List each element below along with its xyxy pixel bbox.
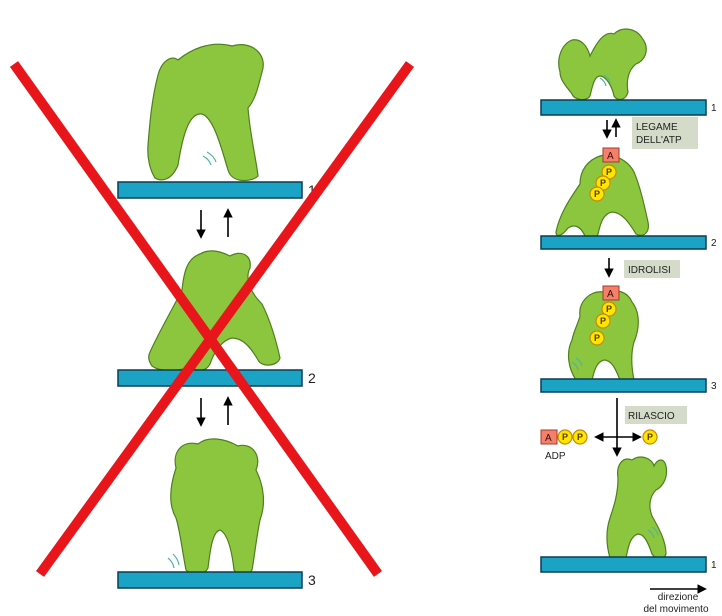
- step-hydrolysis-label: IDROLISI: [628, 265, 671, 276]
- released-phosphate: P: [643, 430, 657, 444]
- left-actin-filament-2: [118, 370, 302, 386]
- left-actin-filament-3: [118, 572, 302, 588]
- svg-text:P: P: [600, 178, 606, 188]
- right-panel: 1 LEGAME DELL'ATP 2 A P P P IDROLISI 3: [541, 29, 717, 615]
- right-myosin-head-state-1: [559, 29, 647, 100]
- svg-text:P: P: [606, 167, 612, 177]
- svg-text:P: P: [606, 304, 612, 314]
- step-atp-binding-line1: LEGAME: [636, 122, 678, 133]
- left-panel: 1 2 3: [14, 44, 410, 588]
- svg-text:P: P: [600, 316, 606, 326]
- right-state-label-3: 3: [711, 381, 717, 392]
- adenosine-label-1: A: [607, 151, 614, 162]
- svg-text:A: A: [545, 433, 552, 444]
- step-atp-binding-line2: DELL'ATP: [636, 135, 682, 146]
- svg-text:A: A: [607, 289, 614, 300]
- svg-text:P: P: [577, 432, 583, 442]
- right-myosin-head-state-1-bottom: [607, 457, 667, 562]
- left-state-label-2: 2: [308, 370, 316, 386]
- direction-label-line2: del movimento: [643, 604, 708, 615]
- right-actin-filament-2: [541, 236, 706, 249]
- right-state-label-2: 2: [711, 238, 717, 249]
- svg-text:P: P: [562, 432, 568, 442]
- svg-text:P: P: [594, 333, 600, 343]
- right-actin-filament-4: [541, 557, 706, 572]
- released-adp: A P P ADP: [541, 430, 587, 462]
- step-release-label: RILASCIO: [628, 411, 675, 422]
- left-myosin-head-state-1: [148, 44, 263, 180]
- right-state-label-4: 1: [711, 560, 717, 571]
- right-actin-filament-3: [541, 379, 706, 392]
- left-actin-filament-1: [118, 182, 302, 198]
- direction-label-line1: direzione: [658, 592, 699, 603]
- left-myosin-head-state-3: [171, 439, 264, 575]
- right-actin-filament-1: [541, 100, 706, 115]
- adp-label: ADP: [545, 451, 566, 462]
- svg-text:P: P: [594, 189, 600, 199]
- left-state-label-3: 3: [308, 572, 316, 588]
- svg-text:P: P: [647, 432, 653, 442]
- right-state-label-1: 1: [711, 103, 717, 114]
